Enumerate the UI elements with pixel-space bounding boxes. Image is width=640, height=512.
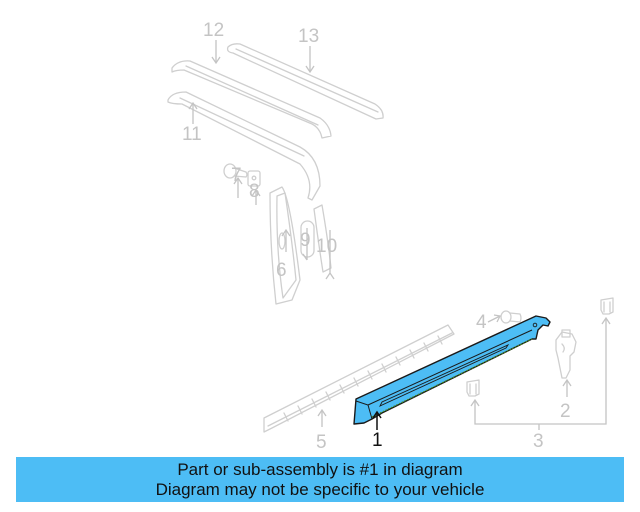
- callout-12[interactable]: 12: [203, 20, 224, 41]
- callout-5[interactable]: 5: [316, 432, 327, 453]
- part-8-retainer[interactable]: [247, 170, 261, 187]
- part-4-screw[interactable]: [500, 310, 522, 324]
- part-12-roof-molding[interactable]: [171, 60, 332, 139]
- info-banner: Part or sub-assembly is #1 in diagram Di…: [16, 457, 624, 502]
- part-11-roof-molding[interactable]: [167, 91, 321, 201]
- callout-3[interactable]: 3: [533, 431, 544, 452]
- callout-9[interactable]: 9: [300, 230, 311, 251]
- part-5-step-plate[interactable]: [263, 324, 455, 433]
- part-6-pillar-trim[interactable]: [269, 186, 301, 305]
- callout-4[interactable]: 4: [476, 312, 487, 333]
- part-1-rocker-panel[interactable]: [353, 315, 551, 425]
- part-10-strip[interactable]: [313, 204, 332, 273]
- callout-1[interactable]: 1: [372, 430, 383, 451]
- callout-11[interactable]: 11: [182, 124, 202, 145]
- part-3-retainer-a[interactable]: [466, 379, 480, 397]
- callout-7[interactable]: 7: [231, 165, 242, 186]
- part-7-clip[interactable]: [223, 163, 248, 179]
- callout-6[interactable]: 6: [276, 260, 287, 281]
- callout-13[interactable]: 13: [298, 26, 319, 47]
- callout-10[interactable]: 10: [316, 236, 337, 257]
- part-2-clip[interactable]: [555, 329, 577, 379]
- callout-2[interactable]: 2: [560, 401, 571, 422]
- part-3-retainer-b[interactable]: [600, 297, 614, 315]
- part-13-roof-molding[interactable]: [226, 43, 384, 120]
- banner-line-disclaimer: Diagram may not be specific to your vehi…: [155, 480, 485, 499]
- banner-line-part: Part or sub-assembly is #1 in diagram: [177, 460, 463, 479]
